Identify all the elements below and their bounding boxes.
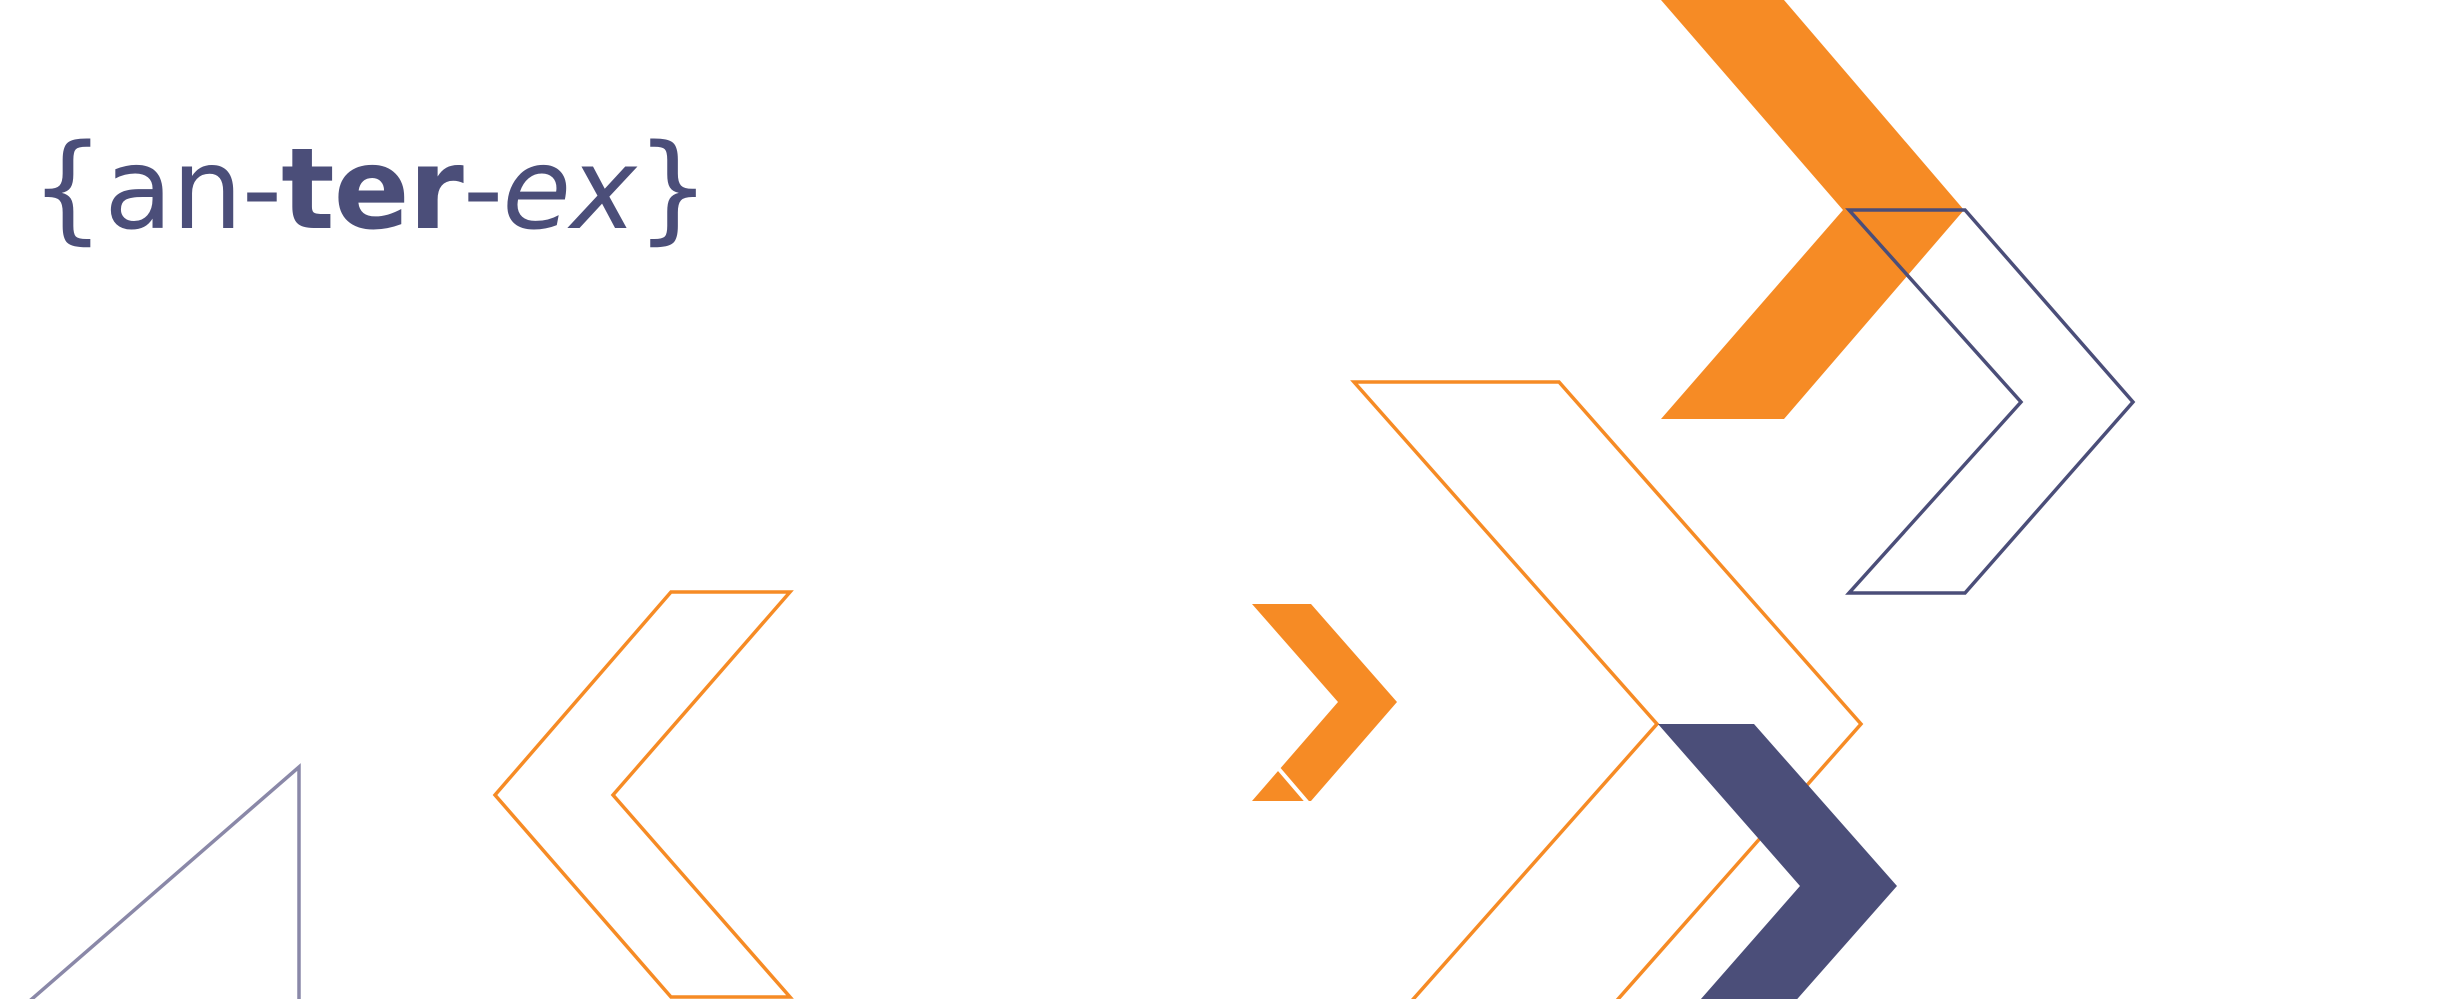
logo-close-brace: }: [635, 118, 710, 256]
brand-logo: {an-ter-ex}: [30, 128, 711, 246]
orange-filled-chevron-small: [1252, 604, 1397, 801]
small-chevron-cut-line: [1276, 766, 1310, 805]
logo-hyphen-1: -: [241, 125, 282, 255]
lavender-triangle-outline: [29, 763, 301, 999]
orange-outline-chevron-left: [492, 590, 794, 999]
logo-open-brace: {: [30, 118, 105, 256]
orange-outline-chevron-large: [1350, 380, 1864, 999]
logo-part-ter: ter: [281, 125, 464, 255]
logo-hyphen-2: -: [462, 125, 503, 255]
logo-part-an: an: [104, 125, 243, 255]
navy-filled-chevron-bottom: [1658, 724, 1897, 999]
logo-part-ex: ex: [502, 125, 636, 255]
navy-outline-chevron-top: [1845, 208, 2136, 595]
